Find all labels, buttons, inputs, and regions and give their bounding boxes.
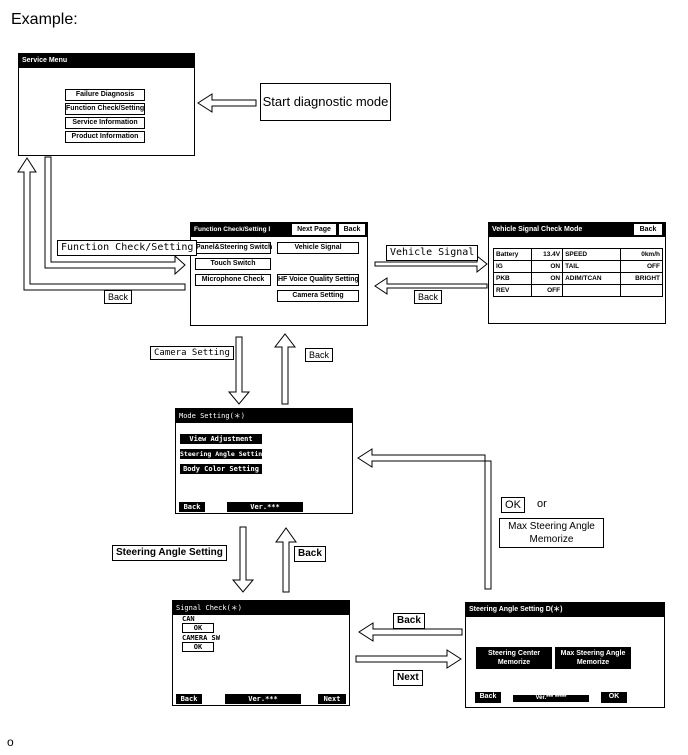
hf-voice-quality-button[interactable]: HF Voice Quality Setting [277,274,359,286]
table-row: REV OFF [492,284,663,297]
table-row: Battery 13.4V SPEED 0km/h [492,248,663,261]
signal-value: OFF [620,260,663,273]
label-back: Back [393,613,425,629]
service-menu-screen: Service Menu Failure Diagnosis Function … [18,53,195,156]
function-check-back-button[interactable]: Back [339,224,365,235]
label-back: Back [294,546,326,562]
steering-angle-setting-button[interactable]: Steering Angle Setting [180,449,267,459]
signal-name [562,284,622,297]
signal-name: Battery [492,248,533,261]
arrow-signal-check-back-to-mode [275,527,297,593]
signal-name: IG [492,260,533,273]
can-label: CAN [182,615,195,623]
label-vehicle-signal: Vehicle Signal [386,245,479,261]
arrow-menu-to-function [44,156,186,276]
max-steering-angle-memorize-button[interactable]: Max Steering Angle Memorize [555,647,631,669]
signal-value: ON [531,260,564,273]
vehicle-signal-button[interactable]: Vehicle Signal [277,242,359,254]
mode-setting-back-button[interactable]: Back [179,502,205,512]
vehicle-signal-screen: Vehicle Signal Check Mode Back Battery 1… [488,222,666,324]
label-ok: OK [501,497,525,513]
signal-table: Battery 13.4V SPEED 0km/h IG ON TAIL OFF… [492,248,663,297]
arrow-mode-back-to-function [273,333,297,405]
body-color-setting-button[interactable]: Body Color Setting [180,464,262,474]
table-row: IG ON TAIL OFF [492,260,663,273]
arrow-signal-back-to-function [374,277,488,295]
signal-name: PKB [492,272,533,285]
vehicle-signal-title: Vehicle Signal Check Mode Back [489,223,665,237]
label-steering-angle-setting: Steering Angle Setting [112,545,227,561]
arrow-function-back-to-menu [17,157,186,291]
label-camera-setting: Camera Setting [150,346,234,360]
steering-angle-ok-button[interactable]: OK [601,692,627,703]
mode-setting-version: Ver.*** [227,502,303,512]
signal-value: OFF [531,284,564,297]
arrow-function-to-signal [374,254,488,274]
microphone-check-button[interactable]: Microphone Check [195,274,271,286]
signal-value: BRIGHT [620,272,663,285]
arrow-mode-to-signal-check [231,526,255,593]
signal-check-back-button[interactable]: Back [176,694,202,704]
camera-sw-label: CAMERA SW [182,634,220,642]
label-next: Next [393,670,423,686]
signal-check-next-button[interactable]: Next [318,694,346,704]
product-information-button[interactable]: Product Information [65,131,145,143]
service-menu-title: Service Menu [19,54,194,68]
steering-center-memorize-button[interactable]: Steering Center Memorize [476,647,552,669]
arrow-signal-check-next-to-steering [355,649,462,669]
steering-angle-title: Steering Angle Setting D(＊) [466,603,664,617]
label-or: or [537,498,547,510]
mode-setting-title: Mode Setting(＊) [176,409,352,423]
mode-setting-screen: Mode Setting(＊) View Adjustment Steering… [175,408,353,514]
label-back: Back [104,290,133,304]
function-check-title-text: Function Check/Setting Ⅰ [194,226,271,233]
panel-steering-switch-button[interactable]: Panel&Steering Switch [195,242,272,254]
service-information-button[interactable]: Service Information [65,117,145,129]
camera-sw-status: OK [182,642,214,652]
vehicle-signal-back-button[interactable]: Back [634,224,662,235]
signal-value: 13.4V [531,248,564,261]
signal-value: 0km/h [620,248,663,261]
view-adjustment-button[interactable]: View Adjustment [180,434,262,444]
next-page-button[interactable]: Next Page [292,224,336,235]
footer-letter: o [7,735,14,749]
arrow-start-to-menu [197,93,257,113]
signal-check-version: Ver.*** [225,694,301,704]
failure-diagnosis-button[interactable]: Failure Diagnosis [65,89,145,101]
function-check-setting-button[interactable]: Function Check/Setting [65,103,145,115]
signal-value [620,284,663,297]
can-status: OK [182,623,214,633]
label-back: Back [414,290,443,304]
label-function-check-setting: Function Check/Setting [57,240,198,256]
signal-name: TAIL [562,260,622,273]
function-check-title: Function Check/Setting Ⅰ Next Page Back [191,223,367,237]
touch-switch-button[interactable]: Touch Switch [195,258,271,270]
arrow-steering-ok-to-mode [357,448,492,590]
steering-angle-screen: Steering Angle Setting D(＊) Steering Cen… [465,602,665,708]
camera-setting-button[interactable]: Camera Setting [277,290,359,302]
signal-name: REV [492,284,533,297]
steering-angle-version: Ver.*** ***** [513,695,589,702]
label-max-steering-angle-memorize: Max Steering Angle Memorize [499,518,604,548]
start-diagnostic-box: Start diagnostic mode [260,83,391,121]
example-heading: Example: [11,11,78,28]
vehicle-signal-title-text: Vehicle Signal Check Mode [492,226,583,233]
arrow-function-to-mode [227,336,251,405]
function-check-screen: Function Check/Setting Ⅰ Next Page Back … [190,222,368,326]
table-row: PKB ON ADIM/TCAN BRIGHT [492,272,663,285]
signal-value: ON [531,272,564,285]
signal-check-screen: Signal Check(＊) CAN OK CAMERA SW OK Back… [172,600,350,706]
arrow-steering-back-to-signal-check [358,622,463,642]
label-back: Back [305,348,334,362]
steering-angle-back-button[interactable]: Back [475,692,501,703]
signal-name: ADIM/TCAN [562,272,622,285]
signal-name: SPEED [562,248,622,261]
signal-check-title: Signal Check(＊) [173,601,349,615]
